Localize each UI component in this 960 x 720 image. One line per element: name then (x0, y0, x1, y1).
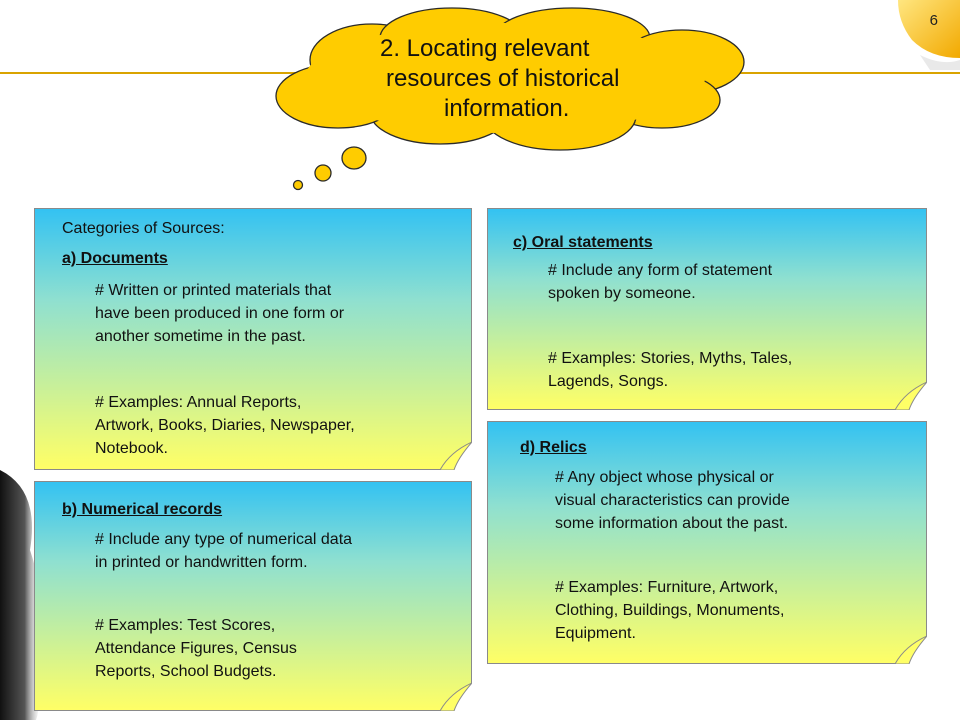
page-title: 2. Locating relevant resources of histor… (370, 34, 670, 124)
documents-description: # Written or printed materials that have… (95, 279, 344, 348)
text-line: in printed or handwritten form. (95, 554, 308, 571)
title-line-2: resources of historical (386, 65, 620, 92)
title-line-1: 2. Locating relevant (380, 35, 590, 62)
text-line: visual characteristics can provide (555, 492, 790, 509)
thought-cloud-icon (275, 7, 745, 191)
text-line: another sometime in the past. (95, 328, 306, 345)
text-line: # Include any type of numerical data (95, 531, 353, 548)
page-number: 6 (929, 12, 938, 29)
text-line: # Written or printed materials that (95, 282, 332, 299)
numerical-records-examples: # Examples: Test Scores, Attendance Figu… (95, 614, 297, 683)
text-line: Clothing, Buildings, Monuments, (555, 602, 785, 619)
text-line: Artwork, Books, Diaries, Newspaper, (95, 417, 355, 434)
relics-examples: # Examples: Furniture, Artwork, Clothing… (555, 576, 784, 645)
numerical-records-description: # Include any type of numerical data in … (95, 528, 352, 574)
header-rule-left (0, 72, 300, 74)
text-line: # Examples: Test Scores, (95, 617, 276, 634)
card-numerical-records: b) Numerical records # Include any type … (34, 481, 472, 711)
page-curl-icon (898, 0, 960, 70)
page-fold-icon (895, 636, 927, 664)
card-heading-relics: d) Relics (520, 439, 587, 456)
header-rule-right (720, 72, 960, 74)
text-line: Notebook. (95, 440, 168, 457)
card-heading-oral-statements: c) Oral statements (513, 234, 653, 251)
page-fold-icon (440, 683, 472, 711)
documents-examples: # Examples: Annual Reports, Artwork, Boo… (95, 391, 355, 460)
page-fold-icon (440, 442, 472, 470)
card-oral-statements: c) Oral statements # Include any form of… (487, 208, 927, 410)
ink-brush-decoration (0, 470, 42, 720)
text-line: spoken by someone. (548, 285, 696, 302)
text-line: Lagends, Songs. (548, 373, 669, 390)
page-fold-icon (895, 382, 927, 410)
card-relics: d) Relics # Any object whose physical or… (487, 421, 927, 664)
text-line: Reports, School Budgets. (95, 663, 277, 680)
relics-description: # Any object whose physical or visual ch… (555, 466, 790, 535)
card-heading-documents: a) Documents (62, 250, 168, 267)
text-line: Equipment. (555, 625, 636, 642)
card-heading-numerical-records: b) Numerical records (62, 501, 223, 518)
text-line: # Include any form of statement (548, 262, 773, 279)
text-line: # Examples: Furniture, Artwork, (555, 579, 779, 596)
text-line: # Examples: Stories, Myths, Tales, (548, 350, 793, 367)
title-line-3: information. (444, 95, 570, 122)
text-line: have been produced in one form or (95, 305, 345, 322)
categories-label: Categories of Sources: (62, 220, 225, 237)
text-line: # Examples: Annual Reports, (95, 394, 302, 411)
text-line: Attendance Figures, Census (95, 640, 297, 657)
text-line: # Any object whose physical or (555, 469, 774, 486)
oral-statements-description: # Include any form of statement spoken b… (548, 259, 772, 305)
text-line: some information about the past. (555, 515, 789, 532)
oral-statements-examples: # Examples: Stories, Myths, Tales, Lagen… (548, 347, 792, 393)
card-documents: Categories of Sources: a) Documents # Wr… (34, 208, 472, 470)
